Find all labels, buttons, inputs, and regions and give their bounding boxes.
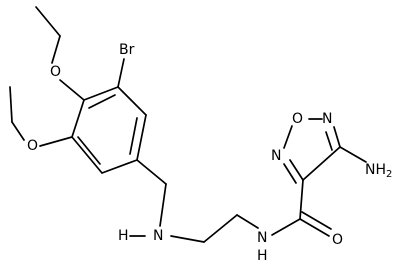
bond-ring-3 [136,114,147,161]
bond-n5-c4 [333,126,341,148]
bond-ring-ch2 [136,159,167,185]
bond-o-left-ring [39,136,73,147]
bond-ring-1 [83,86,119,101]
bond-ch2-ch2 [203,214,238,243]
atom-nitrogen-amide: N [257,230,267,246]
atom-nitrogen-ring-top: N [322,111,332,127]
bond-n-ch2-a [170,235,205,243]
atom-hydrogen-amine: H [118,228,129,244]
bond-ch2-n-amide [236,214,259,229]
atom-bromine: Br [119,42,135,58]
bond-c3-n2-double [283,163,297,184]
atom-oxygen-left-ether: O [27,138,38,154]
bond-ethyl-left-ch3 [9,86,13,123]
bond-ring-double-a [88,94,116,109]
bond-c-o-double-2 [301,211,332,230]
bond-n2-o1 [283,125,293,149]
bond-ring-double-b [129,117,138,155]
bond-c-ring [299,179,304,220]
bond-ring-br [117,58,125,88]
amino-nh-text: NH [365,162,386,178]
bond-ring-4 [101,159,138,174]
bond-o-top-ring [59,79,85,101]
bond-c4-c3 [302,146,341,181]
bond-ch2-n [159,183,167,227]
bond-ring-double-c [77,136,101,165]
bond-n5-c4-double [325,131,333,151]
atom-nitrogen-ring-left: N [271,148,281,164]
bond-ring-2 [117,86,147,116]
bond-ethyl-top-ch3 [35,6,61,37]
atom-amino-group: NH2 [365,162,392,180]
atom-nitrogen-amine: N [153,228,163,244]
bond-ethyl-top-ch2 [51,35,61,64]
atom-oxygen-carbonyl: O [332,232,343,248]
bond-c-o-double-1 [299,218,330,237]
atom-oxygen-ring: O [292,111,303,127]
bond-ring-5 [71,136,103,174]
bond-n-carbonyl-c [271,218,301,236]
amino-subscript: 2 [386,169,392,180]
atom-oxygen-top-ether: O [50,64,61,80]
bond-c3-n2 [289,159,304,181]
bond-c4-nh2 [339,146,367,163]
bond-ethyl-left-ch2 [11,121,25,141]
bond-ring-6 [71,99,85,138]
atom-hydrogen-amide: H [257,248,268,263]
